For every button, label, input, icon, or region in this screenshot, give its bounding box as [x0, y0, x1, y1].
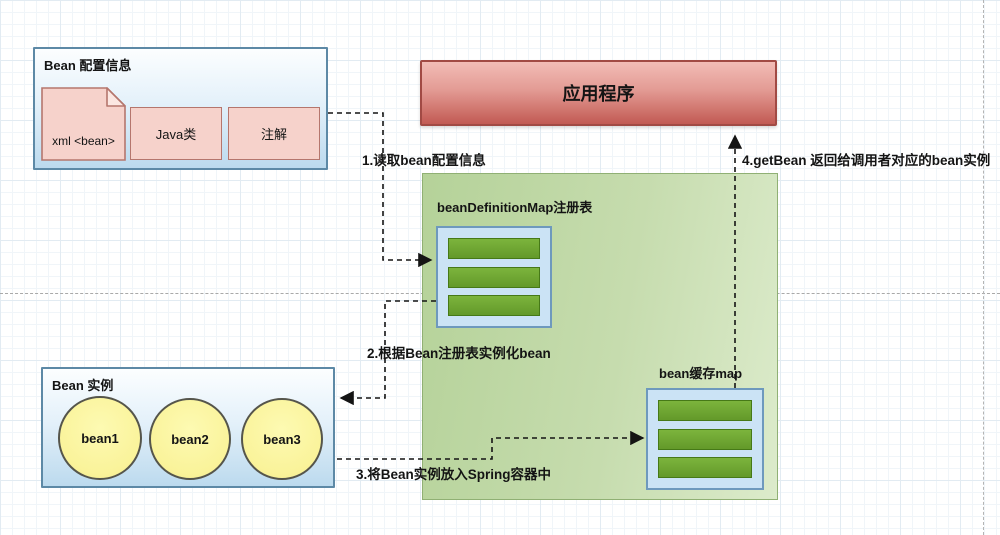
- bean2-label: bean2: [171, 431, 209, 447]
- bean-definition-map-title: beanDefinitionMap注册表: [437, 200, 593, 215]
- bean1-circle: bean1: [58, 396, 142, 480]
- step1-label: 1.读取bean配置信息: [362, 153, 486, 168]
- step2-label: 2.根据Bean注册表实例化bean: [367, 346, 551, 361]
- bean-definition-map-box: [436, 226, 552, 328]
- bean3-label: bean3: [263, 431, 301, 447]
- bean3-circle: bean3: [241, 398, 323, 480]
- java-class-label: Java类: [155, 127, 197, 142]
- map-entry-bar: [448, 295, 540, 316]
- xml-bean-label: xml <bean>: [52, 134, 115, 148]
- bean-config-title: Bean 配置信息: [44, 58, 132, 73]
- arrow-step1: [328, 112, 433, 268]
- annotation-box: 注解: [228, 107, 320, 160]
- xml-document-shape: xml <bean>: [41, 87, 126, 161]
- document-icon: [41, 87, 126, 161]
- bean-instances-title: Bean 实例: [52, 378, 114, 393]
- bean-cache-map-title: bean缓存map: [659, 366, 743, 381]
- map-entry-bar: [448, 238, 540, 259]
- application-box: 应用程序: [420, 60, 777, 126]
- page-guide-vertical: [983, 0, 984, 535]
- java-class-box: Java类: [130, 107, 222, 160]
- step3-label: 3.将Bean实例放入Spring容器中: [356, 467, 552, 482]
- map-entry-bar: [658, 457, 752, 478]
- annotation-label: 注解: [260, 127, 287, 142]
- application-label: 应用程序: [562, 84, 635, 104]
- map-entry-bar: [658, 428, 752, 450]
- bean2-circle: bean2: [149, 398, 231, 480]
- map-entry-bar: [658, 400, 752, 421]
- bean-cache-map-box: [646, 388, 764, 490]
- map-entry-bar: [448, 266, 540, 288]
- step4-label: 4.getBean 返回给调用者对应的bean实例: [742, 153, 991, 168]
- bean-instances-box: Bean 实例 bean1 bean2 bean3: [41, 367, 335, 488]
- bean1-label: bean1: [81, 430, 119, 446]
